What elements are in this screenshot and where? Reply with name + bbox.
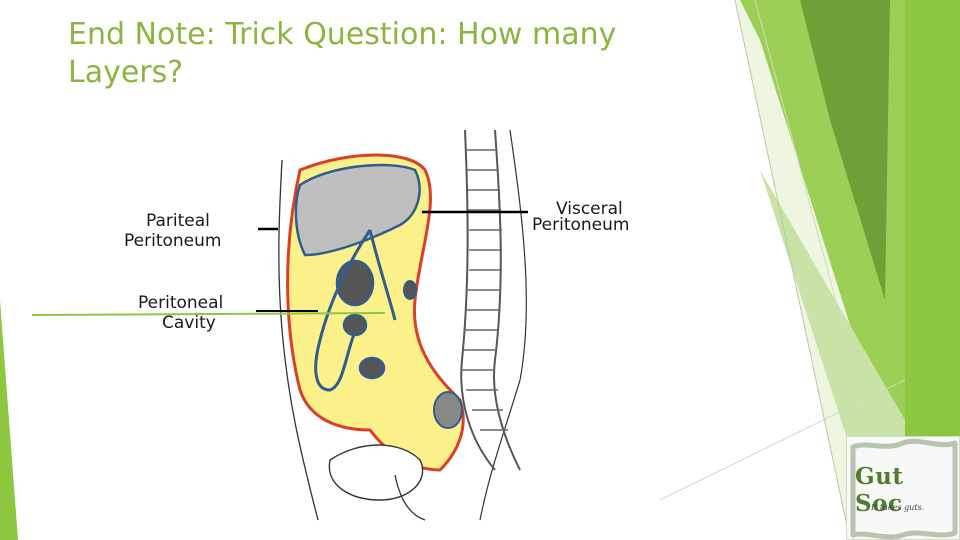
deco-line-1 [734,0,851,540]
spine [460,129,521,471]
back-outline [479,129,527,521]
mesentery-loop-1 [314,229,372,392]
vertebra-lines [462,149,508,431]
slide-title: End Note: Trick Question: How many Layer… [68,17,617,90]
logo-intestine-frame [850,438,958,540]
bladder [328,444,424,501]
label-visceral-line2: Peritoneum [532,215,629,235]
deco-line-3 [659,379,906,501]
spine-back-edge [493,129,521,471]
transverse-colon [342,313,368,337]
spine-front-edge [460,129,496,471]
mesentery-loop-2 [368,229,397,321]
rectum [433,391,463,429]
stomach [335,259,375,307]
logo-title: Gut Soc [855,463,904,517]
liver [294,163,421,257]
pelvic-floor [394,474,426,521]
label-cavity-line2: Cavity [162,313,216,333]
deco-band-dark [800,0,890,300]
gut-soc-logo: Gut Soc It takes guts. [846,436,960,540]
label-cavity-line1: Peritoneal [138,293,223,313]
label-parietal-line2: Peritoneum [124,231,221,251]
pancreas [403,280,417,300]
label-visceral-line1: Visceral [556,199,623,219]
small-intestine [358,356,386,380]
cavity-highlight-line [31,312,386,316]
abdominal-wall-outline [278,159,319,521]
label-parietal-line1: Pariteal [146,211,210,231]
logo-tagline: It takes guts. [871,503,925,512]
deco-corner-left [0,300,18,540]
